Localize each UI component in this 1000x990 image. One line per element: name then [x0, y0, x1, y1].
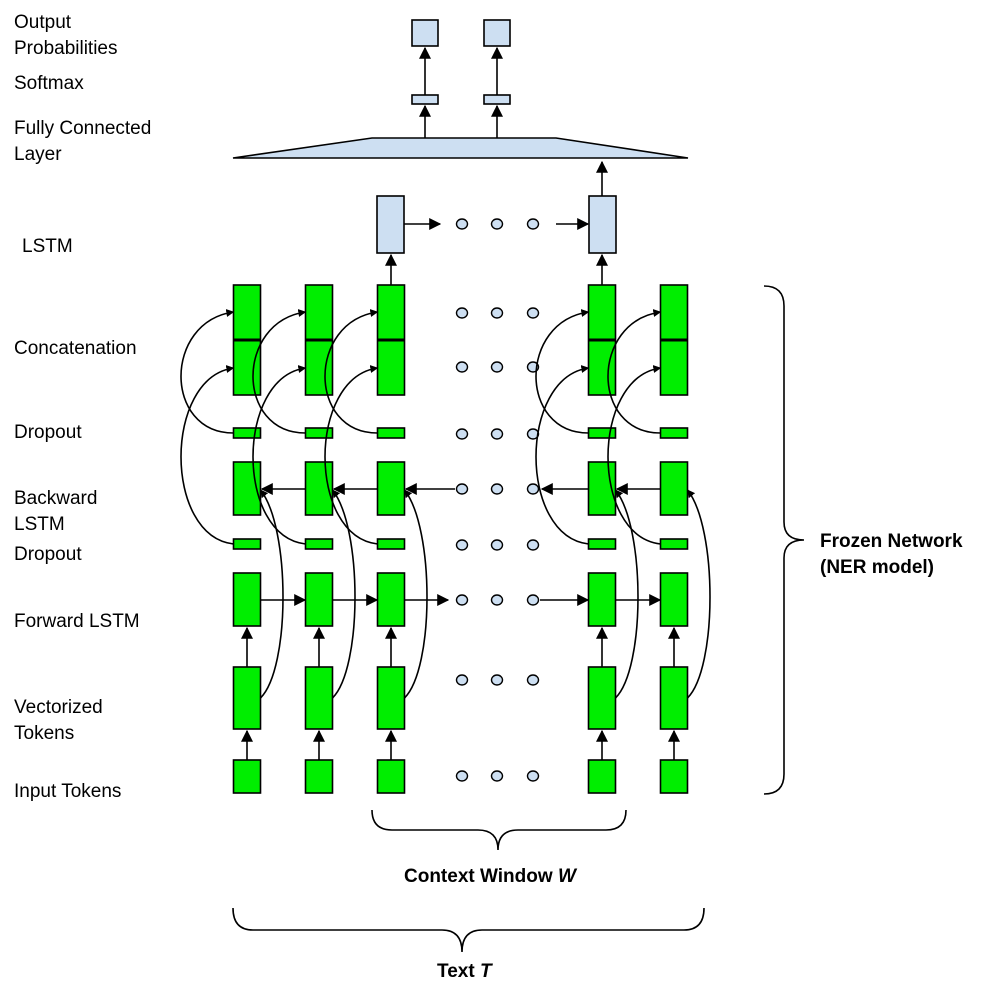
skip-curve	[607, 309, 662, 434]
label-dropout-bottom: Dropout	[14, 544, 82, 565]
dropout-unit	[659, 538, 689, 550]
vectorized-token-unit	[232, 666, 262, 730]
ellipsis-dot	[490, 307, 504, 319]
ellipsis-dot	[455, 428, 469, 440]
network-arrows	[241, 483, 680, 760]
skip-curve	[686, 489, 711, 699]
dropout-unit	[232, 427, 262, 439]
ellipsis-dot	[526, 307, 540, 319]
label-concatenation: Concatenation	[14, 338, 137, 359]
context-window-brace	[371, 809, 627, 851]
skip-curve	[535, 309, 590, 434]
backward-lstm-unit	[659, 461, 689, 516]
vectorized-token-unit	[587, 666, 617, 730]
vectorized-token-unit	[659, 666, 689, 730]
dropout-unit	[304, 538, 334, 550]
skip-curve	[614, 489, 639, 699]
vectorized-token-unit	[376, 666, 406, 730]
skip-connections	[180, 309, 711, 699]
ner-network-units	[232, 284, 689, 794]
forward-lstm-unit	[232, 572, 262, 627]
skip-curve	[607, 365, 662, 545]
text-brace	[232, 907, 705, 953]
ellipsis-dot	[455, 674, 469, 686]
label-softmax: Softmax	[14, 73, 84, 94]
frozen-network-brace	[763, 285, 805, 795]
input-token-unit	[304, 759, 334, 794]
ellipsis-dot	[490, 428, 504, 440]
output-probability-units	[411, 19, 511, 47]
ellipsis-dot	[490, 674, 504, 686]
skip-curve	[331, 489, 356, 699]
dropout-unit	[659, 427, 689, 439]
ellipsis-dot	[490, 770, 504, 782]
top-lstm-arrows	[385, 218, 608, 285]
fully-connected-layer	[232, 137, 689, 159]
input-token-unit	[659, 759, 689, 794]
ellipsis-dot	[526, 539, 540, 551]
dropout-unit	[376, 427, 406, 439]
dropout-unit	[232, 538, 262, 550]
input-token-unit	[376, 759, 406, 794]
ellipsis-dot	[455, 594, 469, 606]
skip-curve	[259, 489, 284, 699]
label-input-tokens: Input Tokens	[14, 781, 121, 802]
backward-lstm-unit	[376, 461, 406, 516]
vectorized-token-unit	[304, 666, 334, 730]
label-lstm: LSTM	[22, 236, 73, 257]
skip-curve	[180, 365, 235, 545]
skip-curve	[252, 309, 307, 434]
dropout-unit	[587, 538, 617, 550]
ellipsis-dot	[455, 307, 469, 319]
skip-curve	[324, 309, 379, 434]
softmax-units	[411, 94, 511, 105]
skip-curve	[252, 365, 307, 545]
frozen-network-label: Frozen Network(NER model)	[820, 531, 963, 578]
dropout-unit	[304, 427, 334, 439]
skip-curve	[403, 489, 428, 699]
skip-curve	[180, 309, 235, 434]
forward-lstm-unit	[304, 572, 334, 627]
ellipsis-dot	[526, 428, 540, 440]
label-forward-lstm: Forward LSTM	[14, 611, 140, 632]
dropout-unit	[376, 538, 406, 550]
context-window-label: Context Window W	[404, 866, 578, 887]
ellipsis-dot	[455, 539, 469, 551]
label-dropout-top: Dropout	[14, 422, 82, 443]
ellipsis-dot	[526, 674, 540, 686]
ellipsis-dots	[455, 307, 540, 782]
ellipsis-dot	[526, 594, 540, 606]
ellipsis-dot	[490, 361, 504, 373]
skip-curve	[535, 365, 590, 545]
dropout-unit	[587, 427, 617, 439]
ellipsis-dot	[455, 361, 469, 373]
ellipsis-dot	[455, 483, 469, 495]
text-label: Text T	[437, 961, 493, 982]
forward-lstm-unit	[376, 572, 406, 627]
forward-lstm-unit	[587, 572, 617, 627]
top-arrows	[419, 46, 608, 196]
ellipsis-dot	[526, 483, 540, 495]
ellipsis-dot	[490, 594, 504, 606]
skip-curve	[324, 365, 379, 545]
input-token-unit	[232, 759, 262, 794]
forward-lstm-unit	[659, 572, 689, 627]
ellipsis-dot	[455, 770, 469, 782]
ellipsis-dot	[490, 483, 504, 495]
input-token-unit	[587, 759, 617, 794]
ellipsis-dot	[490, 539, 504, 551]
ellipsis-dot	[526, 770, 540, 782]
top-lstm-dots	[455, 218, 540, 230]
